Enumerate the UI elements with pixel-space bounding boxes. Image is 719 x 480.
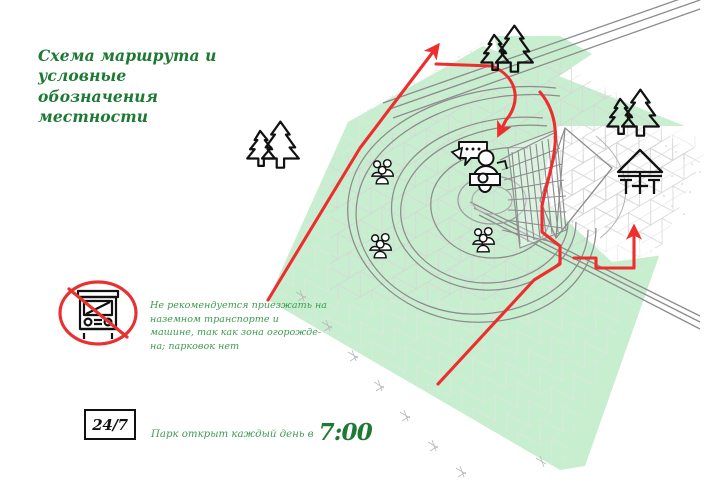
people-group-icon bbox=[368, 158, 495, 259]
opening-hours-note: Парк открыт каждый день в 7:00 bbox=[151, 416, 373, 446]
route-line[interactable] bbox=[266, 42, 643, 386]
lawn-edge-ticks bbox=[295, 289, 547, 478]
page-title: Схема маршрута и условные обозначения ме… bbox=[38, 46, 217, 127]
no-ground-transport-icon bbox=[55, 277, 140, 349]
badge-24-7: 24/7 bbox=[84, 409, 136, 440]
spiral-amphitheatre[interactable] bbox=[347, 85, 627, 323]
info-guide-icon bbox=[450, 141, 508, 193]
opening-hours-text: Парк открыт каждый день в bbox=[151, 429, 314, 440]
opening-hours-time: 7:00 bbox=[318, 419, 373, 446]
mesh-fade-dots bbox=[655, 145, 701, 215]
picnic-shelter-icon bbox=[616, 148, 664, 194]
route-arrow-east bbox=[572, 223, 643, 270]
no-transport-note: Не рекомендуется приезжать на наземном т… bbox=[150, 300, 328, 352]
tree-cluster-icon bbox=[246, 24, 660, 169]
route-arrow-center bbox=[434, 62, 517, 138]
route-arrow-north bbox=[266, 42, 440, 302]
